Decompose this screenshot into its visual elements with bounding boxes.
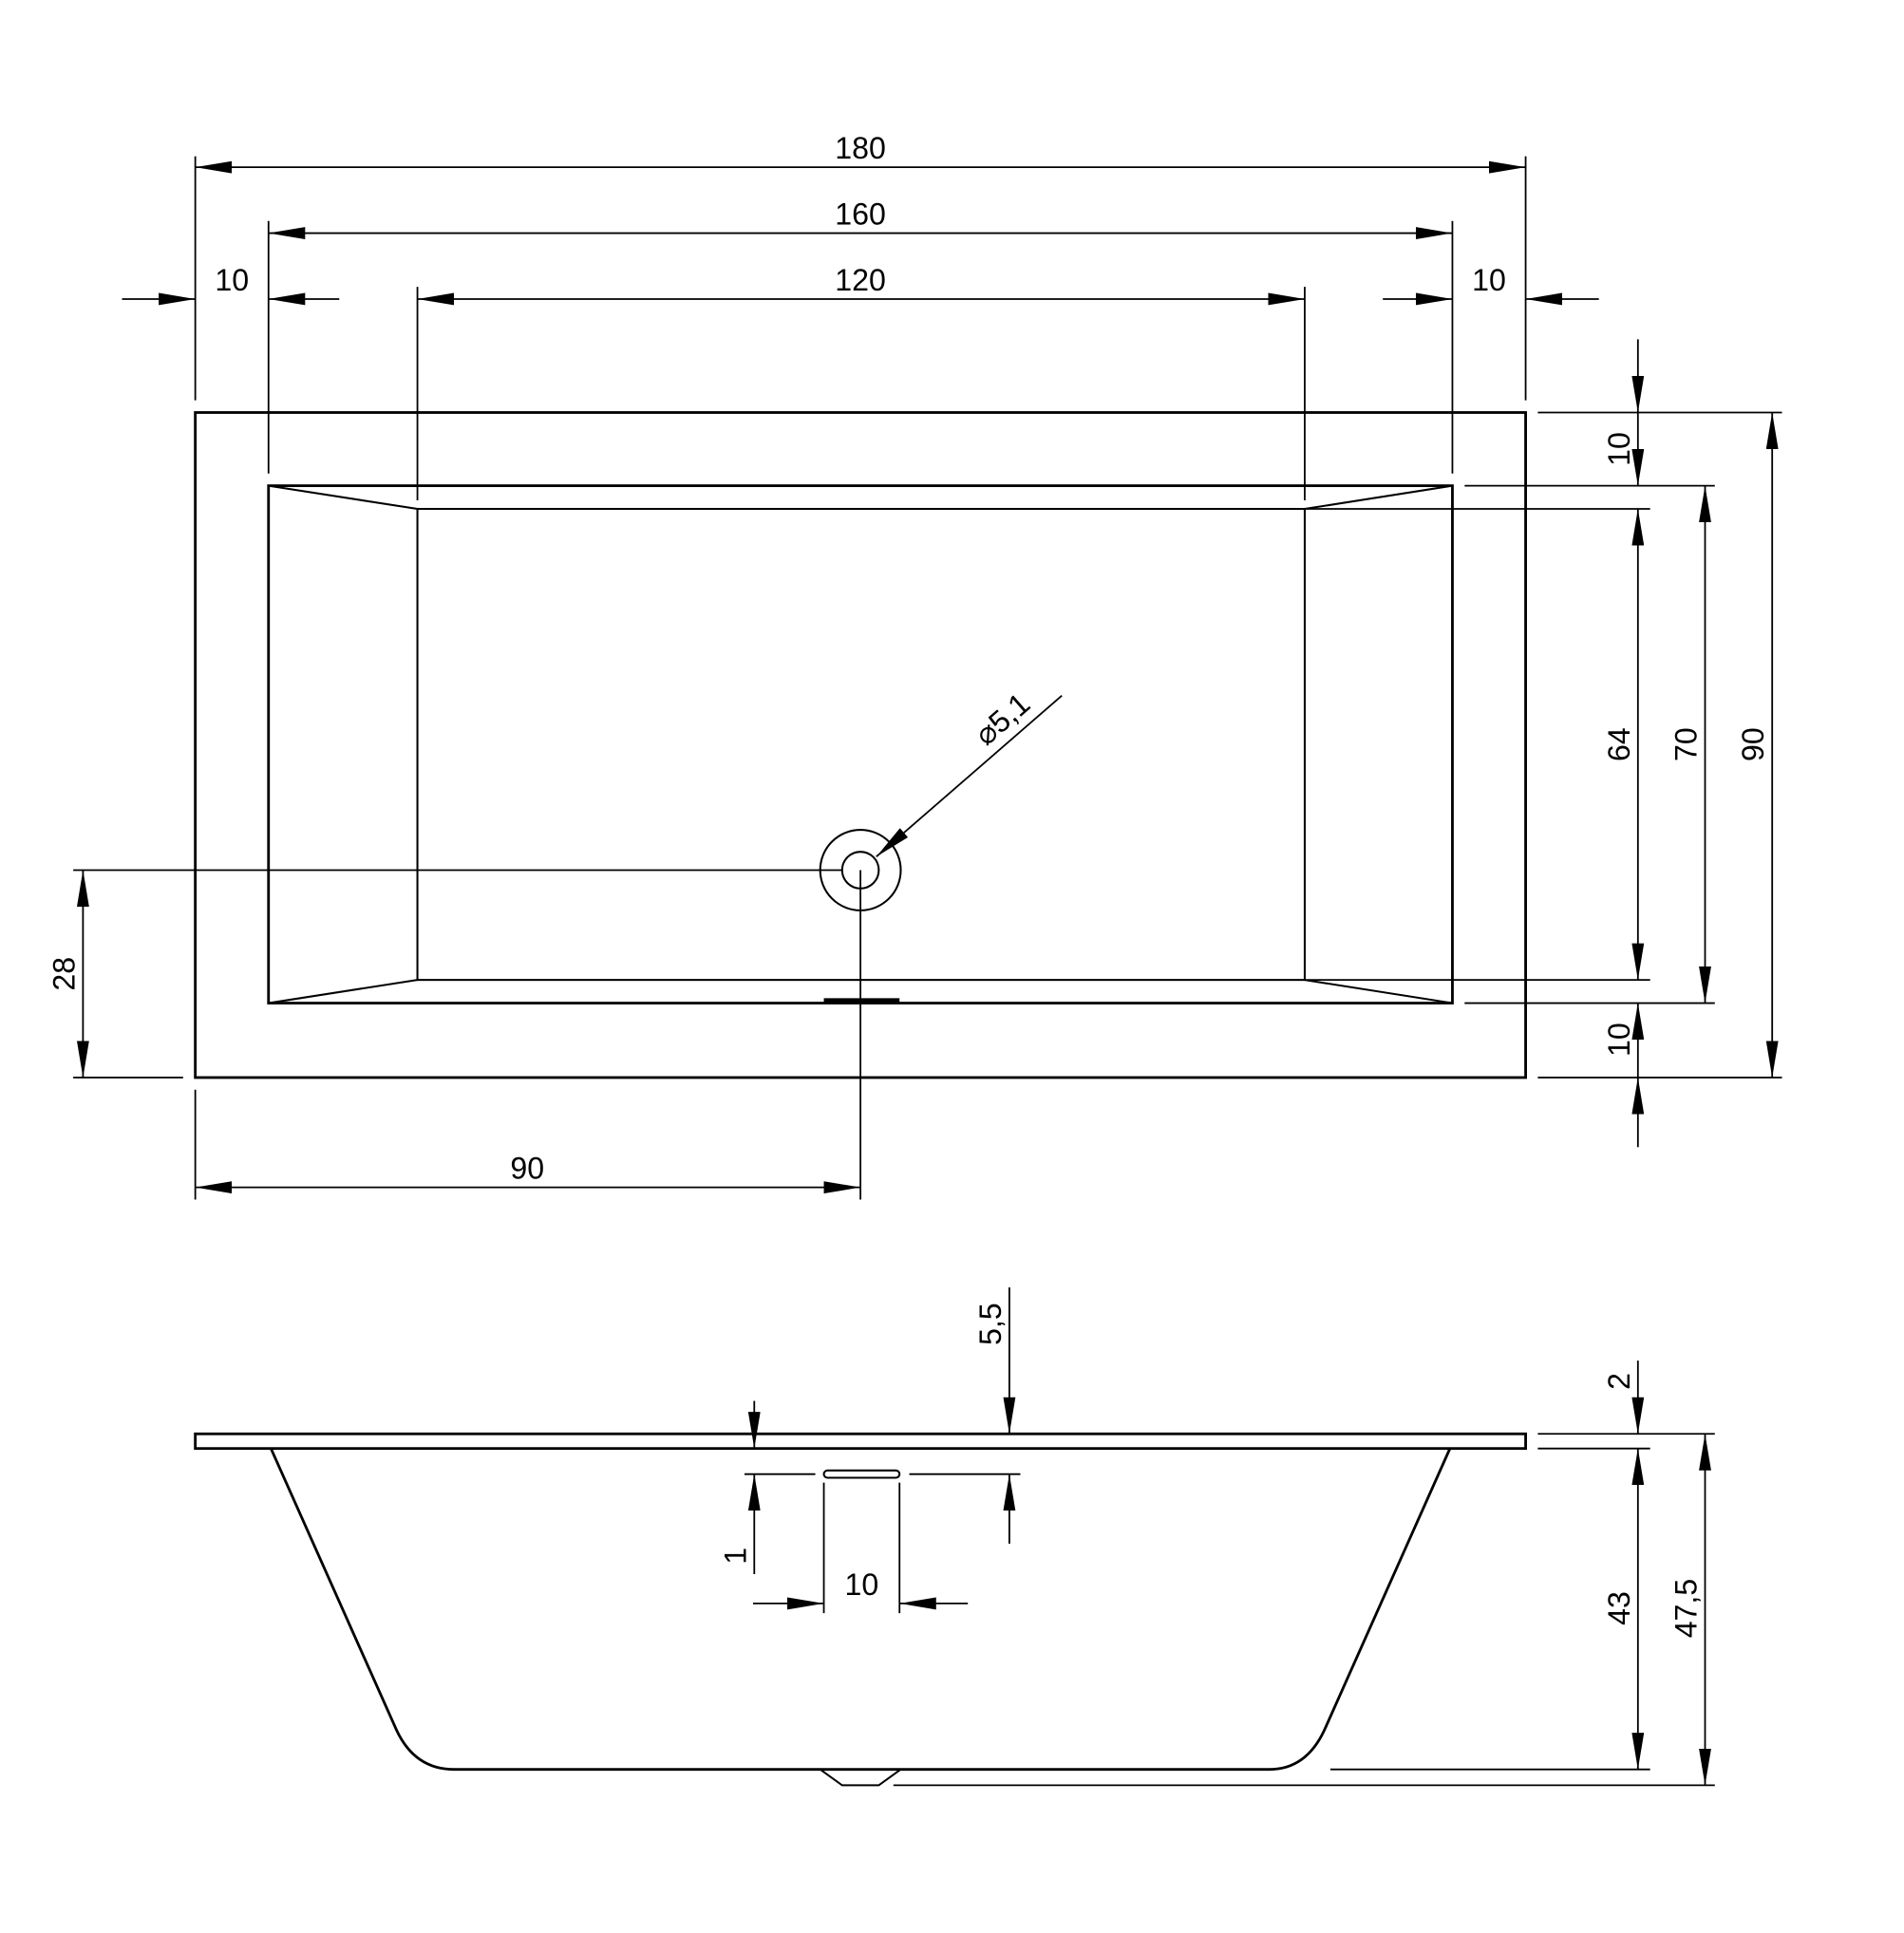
side-view: 5,5 1 10 2 43 47,5 (194, 1287, 1715, 1787)
dimension-lines-side (745, 1287, 1715, 1787)
inner-width-label: 70 (1669, 727, 1704, 761)
rim-left-label: 10 (215, 263, 249, 297)
basin-slope-lines (268, 484, 1453, 1004)
inner-length-label: 160 (835, 197, 886, 232)
overall-length-label: 180 (835, 131, 886, 165)
rim-thickness-label: 2 (1602, 1373, 1636, 1390)
drain-offset-x-label: 90 (510, 1152, 544, 1186)
drain-offset-y-label: 28 (47, 957, 81, 991)
plan-view: ⌀5,1 180 160 120 10 10 (47, 131, 1782, 1200)
rim-profile (194, 1432, 1527, 1451)
rim-bottom-label: 10 (1602, 1023, 1636, 1057)
rim-right-label: 10 (1472, 263, 1506, 297)
overflow-slot (822, 1469, 901, 1479)
rim-top-label: 10 (1602, 432, 1636, 466)
basin-width-label: 64 (1602, 727, 1636, 761)
dimension-lines-right (1306, 339, 1782, 1148)
dimension-lines-top (122, 156, 1599, 501)
body-depth-label: 43 (1602, 1591, 1636, 1625)
dimension-lines-drain (73, 869, 862, 1200)
overflow-height-label: 1 (718, 1548, 752, 1565)
total-height-label: 47,5 (1669, 1579, 1704, 1639)
drain-diameter-label: ⌀5,1 (968, 686, 1036, 752)
basin-length-label: 120 (835, 263, 886, 297)
tub-body-profile (270, 1448, 1452, 1772)
overflow-width-label: 10 (845, 1567, 879, 1602)
drain-leader (876, 694, 1063, 858)
overflow-depth-label: 5,5 (973, 1303, 1008, 1345)
drain-outlet-profile (820, 1768, 902, 1787)
overall-width-label: 90 (1736, 727, 1770, 761)
